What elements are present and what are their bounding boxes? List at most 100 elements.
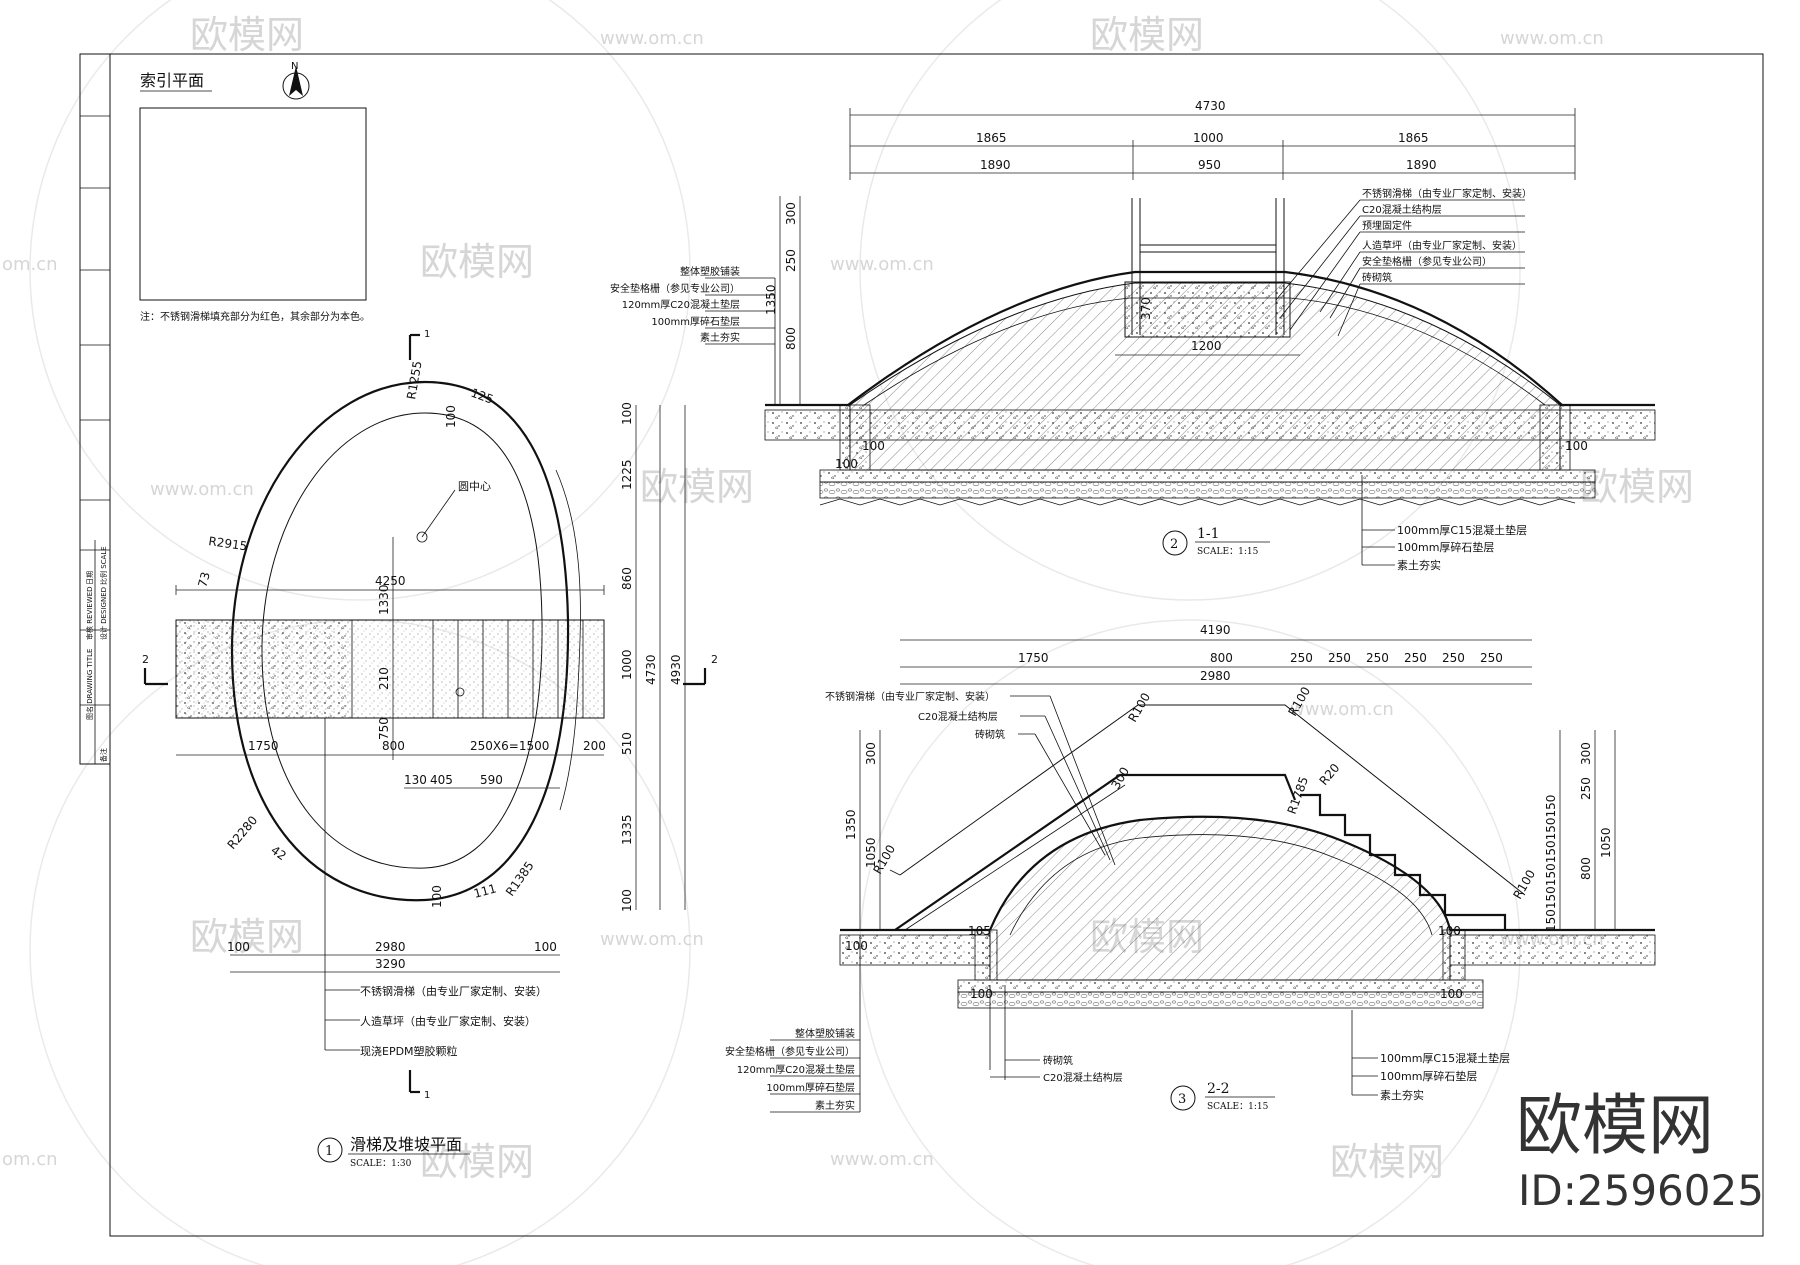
watermark-brand: 欧模网 [640,465,754,509]
slide-rails [1131,198,1285,335]
svg-text:1050: 1050 [1599,827,1613,858]
svg-text:100: 100 [1438,924,1461,938]
svg-text:1050: 1050 [864,837,878,868]
watermark-brand: 欧模网 [420,240,534,284]
svg-text:1890: 1890 [980,158,1011,172]
svg-text:300: 300 [784,202,798,225]
watermark-brand: 欧模网 [190,915,304,959]
svg-text:300: 300 [1108,765,1132,792]
svg-text:100: 100 [430,885,444,908]
plan-r2280: R2280 [225,813,261,852]
title-block-labels: 日期 比例 SCALE 审核 REVIEWED 设计 DESIGNED 图名 D… [85,546,108,762]
plan-note: 不锈钢滑梯（由专业厂家定制、安装） [360,984,547,998]
svg-text:100: 100 [1565,439,1588,453]
section-2-mid-notes: 砖砌筑 C20混凝土结构层 [989,985,1123,1084]
section-2-view: 4190 1750 800 250 250 250 250 250 250 29… [725,623,1656,1113]
svg-text:素土夯实: 素土夯实 [700,331,740,344]
watermark-site: www.om.cn [150,479,254,500]
svg-text:42: 42 [268,843,289,863]
svg-text:1350: 1350 [764,284,778,315]
plan-title-block: 1 滑梯及堆坡平面 SCALE：1:30 [317,1135,470,1169]
plan-r2915: R2915 [208,534,248,553]
index-plan: 索引平面 注：不锈钢滑梯填充部分为红色，其余部分为本色。 N [139,61,370,323]
plan-view: 圆中心 R1255 R2915 R2280 R1385 125 100 73 4… [142,329,718,1169]
svg-text:250: 250 [1404,651,1427,665]
section-1-scale: SCALE：1:15 [1197,547,1259,557]
north-arrow-icon: N [282,61,310,100]
svg-text:安全垫格栅（参见专业公司）: 安全垫格栅（参见专业公司） [610,282,740,295]
watermark-site: www.om.cn [830,1149,934,1170]
watermark-brand: 欧模网 [420,1140,534,1184]
svg-text:1330: 1330 [377,584,391,615]
watermark-brand: 欧模网 [1090,13,1204,57]
svg-text:210: 210 [377,667,391,690]
svg-text:1350: 1350 [844,809,858,840]
svg-text:800: 800 [1210,651,1233,665]
svg-text:100: 100 [534,940,557,954]
svg-text:100mm厚C15混凝土垫层: 100mm厚C15混凝土垫层 [1397,523,1527,537]
svg-text:405: 405 [430,773,453,787]
dome-core [989,816,1451,981]
svg-text:砖砌筑: 砖砌筑 [975,728,1005,741]
svg-text:1225: 1225 [620,459,634,490]
svg-text:100: 100 [620,402,634,425]
svg-text:1335: 1335 [620,814,634,845]
svg-text:1000: 1000 [1193,131,1224,145]
svg-text:100: 100 [862,439,885,453]
svg-text:4250: 4250 [375,574,406,588]
svg-text:130: 130 [404,773,427,787]
svg-text:510: 510 [620,732,634,755]
svg-text:250: 250 [1480,651,1503,665]
svg-text:370: 370 [1139,297,1153,320]
svg-text:1750: 1750 [248,739,279,753]
svg-text:200: 200 [583,739,606,753]
title-block-dividers [80,115,110,764]
watermark-site-short: om.cn [2,254,58,275]
watermark-brand-large: 欧模网 [1516,1087,1714,1164]
svg-text:备注: 备注 [99,748,108,762]
svg-text:100: 100 [227,940,250,954]
mound-surface [847,270,1563,406]
watermark-brand: 欧模网 [1580,465,1694,509]
svg-text:120mm厚C20混凝土垫层: 120mm厚C20混凝土垫层 [622,298,740,311]
svg-text:250: 250 [1366,651,1389,665]
svg-text:100: 100 [620,889,634,912]
section-2-top-notes: 不锈钢滑梯（由专业厂家定制、安装） C20混凝土结构层 砖砌筑 [825,690,1116,866]
plan-r1385: R1385 [503,859,537,899]
svg-text:3: 3 [1178,1092,1186,1107]
svg-text:950: 950 [1198,158,1221,172]
section-mark-1-top: 1 [408,329,430,360]
section-2-left-notes: 整体塑胶铺装 安全垫格栅（参见专业公司） 120mm厚C20混凝土垫层 100m… [725,935,861,1113]
svg-text:素土夯实: 素土夯实 [815,1099,855,1112]
section-2-title: 2-2 [1207,1081,1230,1097]
svg-text:砖砌筑: 砖砌筑 [1362,271,1392,284]
svg-text:250: 250 [1290,651,1313,665]
svg-text:1: 1 [424,329,430,340]
section-1-left-notes: 整体塑胶铺装 安全垫格栅（参见专业公司） 120mm厚C20混凝土垫层 100m… [610,265,776,405]
svg-text:120mm厚C20混凝土垫层: 120mm厚C20混凝土垫层 [737,1063,855,1076]
plan-scale: SCALE：1:30 [350,1159,412,1169]
svg-text:4730: 4730 [1195,99,1226,113]
svg-text:素土夯实: 素土夯实 [1397,558,1441,572]
svg-text:590: 590 [480,773,503,787]
svg-text:73: 73 [195,570,212,588]
svg-text:750: 750 [377,717,391,740]
slide-ring-inner [261,412,543,869]
svg-text:素土夯实: 素土夯实 [1380,1088,1424,1102]
plan-center-label: 圆中心 [458,480,491,493]
svg-text:不锈钢滑梯（由专业厂家定制、安装）: 不锈钢滑梯（由专业厂家定制、安装） [825,690,995,703]
section-mark-1-bottom: 1 [408,1070,430,1101]
svg-text:设计 DESIGNED: 设计 DESIGNED [99,587,108,640]
svg-text:100: 100 [845,939,868,953]
watermark-site: www.om.cn [1290,699,1394,720]
svg-text:250: 250 [1579,777,1593,800]
watermark-brand: 欧模网 [190,13,304,57]
center-point [416,531,428,543]
svg-text:100mm厚碎石垫层: 100mm厚碎石垫层 [766,1081,855,1094]
watermark-site: www.om.cn [1500,28,1604,49]
section-1-title: 1-1 [1197,526,1220,542]
svg-text:250: 250 [1328,651,1351,665]
svg-text:250: 250 [784,249,798,272]
svg-text:安全垫格栅（参见专业公司）: 安全垫格栅（参见专业公司） [725,1045,855,1058]
svg-text:125: 125 [469,386,495,407]
